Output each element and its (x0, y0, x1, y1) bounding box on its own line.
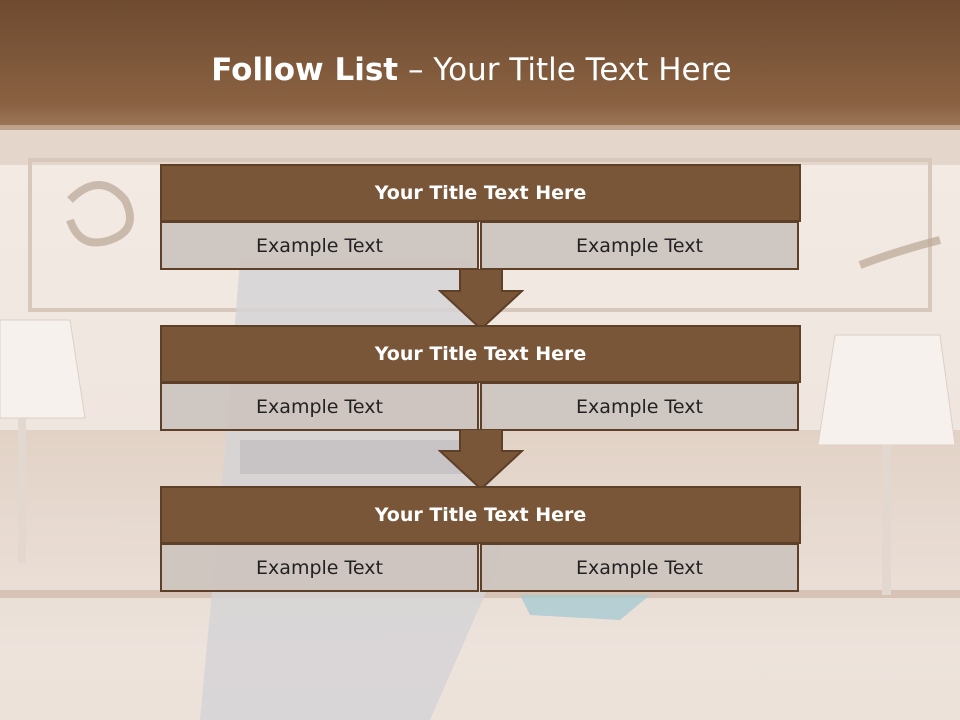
block-2-title: Your Title Text Here (160, 325, 801, 383)
slide-title-rest: – Your Title Text Here (398, 52, 732, 88)
lamp-right-stem (882, 445, 891, 595)
lamp-left-shade (0, 319, 86, 419)
slide-title-strong: Follow List (211, 52, 399, 88)
list-block-3: Your Title Text Here Example Text Exampl… (160, 486, 801, 592)
slide-title: Follow List – Your Title Text Here (0, 52, 943, 88)
list-block-1: Your Title Text Here Example Text Exampl… (160, 164, 801, 270)
block-1-left-text: Example Text (160, 221, 479, 270)
block-1-right-text: Example Text (480, 221, 799, 270)
block-1-title: Your Title Text Here (160, 164, 801, 222)
block-3-right-text: Example Text (480, 543, 799, 592)
teal-cloth (520, 595, 650, 620)
title-banner (0, 0, 960, 130)
block-3-title: Your Title Text Here (160, 486, 801, 544)
block-2-right-text: Example Text (480, 382, 799, 431)
ornament-right (858, 236, 941, 269)
person-belt (240, 440, 480, 474)
down-arrow-icon (438, 429, 524, 491)
list-block-2: Your Title Text Here Example Text Exampl… (160, 325, 801, 431)
ornament-left (66, 181, 134, 247)
block-3-left-text: Example Text (160, 543, 479, 592)
down-arrow-icon (438, 269, 524, 331)
block-2-left-text: Example Text (160, 382, 479, 431)
lamp-right-shade (817, 334, 956, 446)
lamp-left-stem (18, 418, 26, 563)
